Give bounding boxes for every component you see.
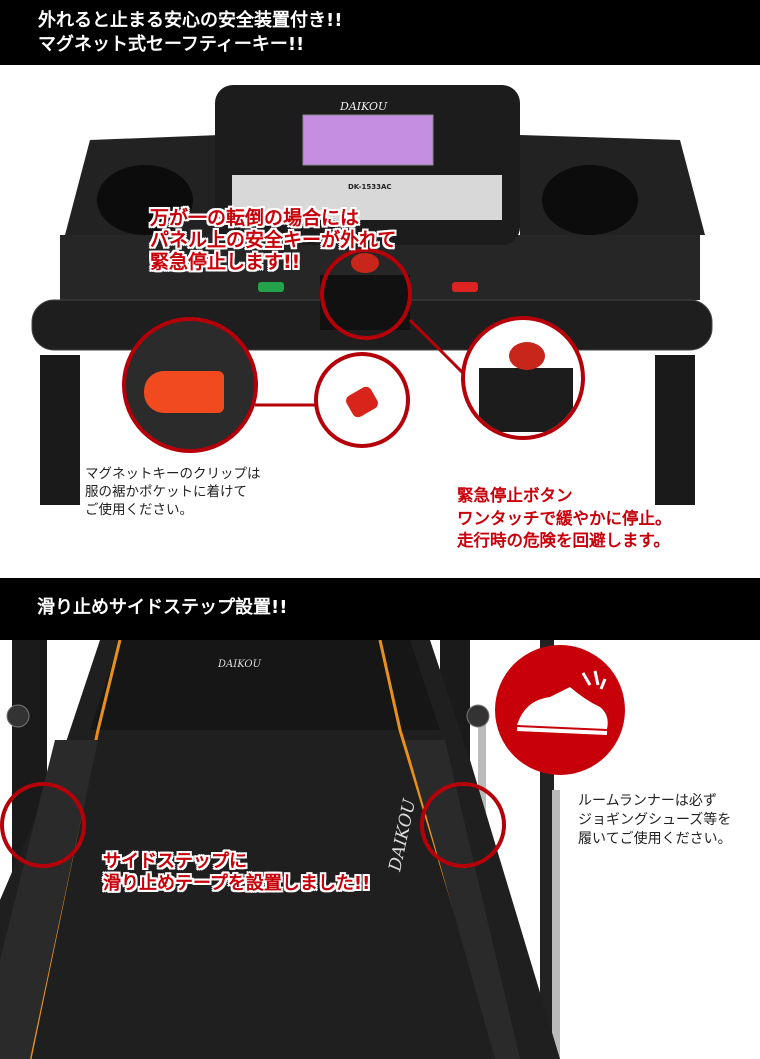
clip-note-line: マグネットキーのクリップは [85, 466, 261, 482]
stop-button-icon [509, 342, 545, 370]
safety-callout-line: 万が一の転倒の場合には [150, 207, 360, 229]
safety-callout-line: パネル上の安全キーが外れて [150, 229, 397, 251]
section1-header: 外れると止まる安心の安全装置付き!! マグネット式セーフティーキー!! [0, 0, 760, 65]
clip-note-line: ご使用ください。 [85, 502, 193, 518]
section2-heading: 滑り止めサイドステップ設置!! [37, 597, 288, 618]
emergency-stop-note: 緊急停止ボタン ワンタッチで緩やかに停止。 走行時の危険を回避します。 [457, 485, 672, 553]
right-step-highlight-circle [420, 782, 506, 868]
section1-heading-line2: マグネット式セーフティーキー!! [38, 34, 305, 55]
stop-note-line: 走行時の危険を回避します。 [457, 531, 670, 550]
safety-callout: 万が一の転倒の場合には パネル上の安全キーが外れて 緊急停止します!! [150, 207, 396, 273]
stop-note-line: ワンタッチで緩やかに停止。 [457, 508, 672, 528]
running-shoe-icon [516, 670, 608, 735]
section1-heading-line1: 外れると止まる安心の安全装置付き!! [38, 10, 343, 31]
side-step-callout: サイドステップに 滑り止めテープを設置しました!! [103, 851, 370, 895]
emergency-stop-circle [461, 316, 585, 440]
shoe-note-line: ジョギングシューズ等を [578, 812, 732, 828]
section2-header: 滑り止めサイドステップ設置!! [0, 578, 760, 640]
console-model-label: DK-1533AC [348, 183, 392, 191]
console-brand-logo: DAIKOU [339, 100, 388, 113]
treadmill-deck-photo: DAIKOU DAIKOU [0, 640, 560, 1059]
safety-key-icon [343, 384, 381, 420]
shoe-note: ルームランナーは必ず ジョギングシューズ等を 履いてご使用ください。 [578, 792, 732, 849]
side-step-callout-line: サイドステップに [103, 851, 247, 872]
safety-callout-line: 緊急停止します!! [150, 251, 301, 273]
deck-brand-logo: DAIKOU [217, 659, 262, 670]
shoe-circle [495, 645, 625, 775]
side-step-callout-line: 滑り止めテープを設置しました!! [103, 873, 371, 894]
left-step-highlight-circle [0, 782, 86, 868]
stop-note-line: 緊急停止ボタン [457, 486, 573, 505]
clip-note-line: 服の裾かポケットに着けて [85, 484, 247, 500]
shoe-note-line: ルームランナーは必ず [578, 793, 717, 809]
magnet-key-circle [314, 352, 410, 448]
clip-closeup-circle [122, 317, 258, 453]
shoe-note-line: 履いてご使用ください。 [578, 831, 732, 847]
safety-key-highlight-circle [320, 248, 412, 340]
magnet-key-clip-icon [144, 371, 224, 413]
clip-note: マグネットキーのクリップは 服の裾かポケットに着けて ご使用ください。 [85, 465, 261, 519]
